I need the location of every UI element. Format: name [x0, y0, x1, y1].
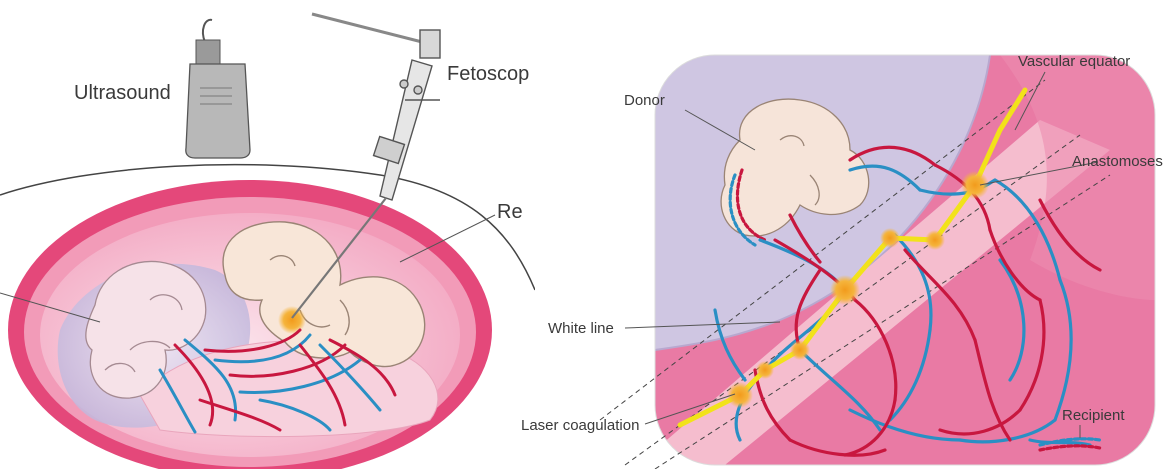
white-line-label: White line — [548, 320, 614, 337]
recipient-label-right: Recipient — [1062, 407, 1125, 424]
left-illustration: Ultrasound Fetoscop Re — [0, 14, 535, 469]
anastomoses-label: Anastomoses — [1072, 153, 1163, 170]
laser-spot-left — [278, 306, 306, 334]
laser-coagulation-label: Laser coagulation — [521, 417, 639, 434]
ultrasound-probe-icon — [186, 20, 250, 158]
ultrasound-label: Ultrasound — [74, 82, 171, 104]
vascular-equator-label: Vascular equator — [1018, 53, 1130, 70]
fetoscope-label: Fetoscop — [447, 63, 529, 85]
donor-label: Donor — [624, 92, 665, 109]
recipient-label-left: Re — [497, 201, 523, 223]
right-illustration: Donor Vascular equator Anastomoses White… — [521, 53, 1163, 469]
